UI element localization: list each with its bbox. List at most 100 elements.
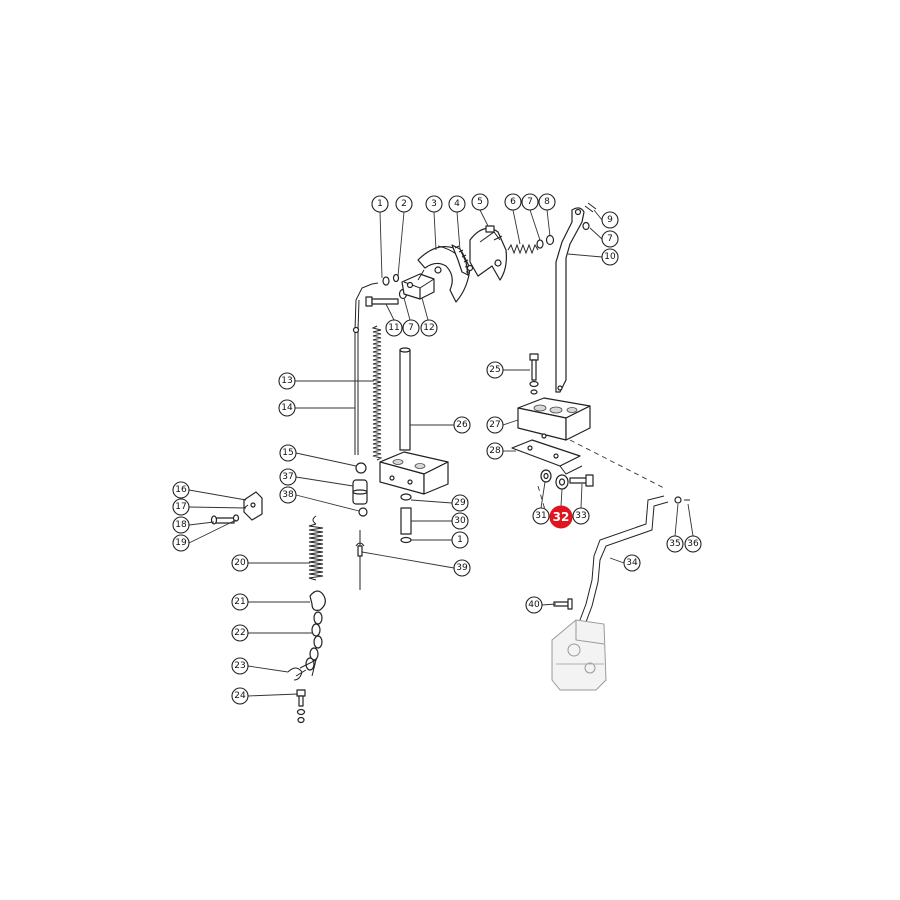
- svg-text:6: 6: [510, 197, 516, 207]
- svg-text:2: 2: [401, 199, 407, 209]
- svg-text:3: 3: [431, 199, 437, 209]
- callout-34[interactable]: 34: [623, 554, 641, 572]
- svg-text:1: 1: [457, 535, 463, 545]
- callout-15[interactable]: 15: [279, 444, 297, 462]
- callout-13[interactable]: 13: [278, 372, 296, 390]
- callout-14[interactable]: 14: [278, 399, 296, 417]
- callout-38[interactable]: 38: [279, 486, 297, 504]
- callout-35[interactable]: 35: [666, 535, 684, 553]
- bolt-24: [296, 689, 306, 724]
- pin-9: [582, 202, 597, 231]
- callout-19[interactable]: 19: [172, 534, 190, 552]
- svg-text:1: 1: [377, 199, 383, 209]
- svg-text:31: 31: [535, 511, 546, 521]
- gear-sector-4: [451, 244, 474, 276]
- callout-33[interactable]: 33: [572, 507, 590, 525]
- svg-text:34: 34: [626, 558, 638, 568]
- svg-text:39: 39: [456, 563, 468, 573]
- callout-6[interactable]: 6: [504, 193, 522, 211]
- callout-31[interactable]: 31: [532, 507, 550, 525]
- housing-faint: [551, 619, 607, 691]
- svg-text:32: 32: [553, 510, 570, 524]
- bracket-12: [401, 273, 435, 300]
- rod-26: [399, 347, 411, 451]
- callout-8[interactable]: 8: [538, 193, 556, 211]
- clevis-16: [210, 491, 263, 525]
- callout-25[interactable]: 25: [486, 361, 504, 379]
- callout-7-a[interactable]: 7: [521, 193, 539, 211]
- callout-12[interactable]: 12: [420, 319, 438, 337]
- svg-text:25: 25: [489, 365, 500, 375]
- svg-text:35: 35: [669, 539, 680, 549]
- svg-text:38: 38: [282, 490, 294, 500]
- svg-text:28: 28: [489, 446, 501, 456]
- callout-32-highlighted[interactable]: 32: [549, 505, 573, 529]
- callout-20[interactable]: 20: [231, 554, 249, 572]
- callout-39[interactable]: 39: [453, 559, 471, 577]
- base-block: [379, 451, 449, 495]
- svg-text:19: 19: [175, 538, 187, 548]
- bolt-25: [529, 353, 539, 395]
- svg-text:7: 7: [408, 323, 414, 333]
- svg-text:16: 16: [175, 485, 187, 495]
- long-spring: [371, 325, 383, 461]
- svg-text:18: 18: [175, 520, 187, 530]
- svg-text:7: 7: [527, 197, 533, 207]
- circlip-23: [287, 667, 303, 681]
- tube-34: [579, 495, 690, 623]
- callout-4[interactable]: 4: [448, 195, 466, 213]
- svg-text:24: 24: [234, 691, 246, 701]
- callout-9[interactable]: 9: [601, 211, 619, 229]
- callout-18[interactable]: 18: [172, 516, 190, 534]
- lever-10: [555, 207, 585, 393]
- svg-text:9: 9: [607, 215, 613, 225]
- callout-40[interactable]: 40: [525, 596, 543, 614]
- svg-text:7: 7: [607, 234, 613, 244]
- plate-28: [511, 439, 583, 475]
- svg-text:30: 30: [454, 516, 466, 526]
- washers-29-30: [400, 493, 412, 544]
- callout-24[interactable]: 24: [231, 687, 249, 705]
- callout-37[interactable]: 37: [279, 468, 297, 486]
- sleeve-37: [352, 462, 368, 517]
- callout-22[interactable]: 22: [231, 624, 249, 642]
- callout-11[interactable]: 11: [385, 319, 403, 337]
- callout-28[interactable]: 28: [486, 442, 504, 460]
- callout-27[interactable]: 27: [486, 416, 504, 434]
- svg-text:23: 23: [234, 661, 245, 671]
- svg-text:11: 11: [388, 323, 399, 333]
- callout-29[interactable]: 29: [451, 494, 469, 512]
- svg-text:37: 37: [282, 472, 293, 482]
- svg-text:21: 21: [234, 597, 245, 607]
- callout-10[interactable]: 10: [601, 248, 619, 266]
- lever-5: [469, 225, 507, 281]
- callout-26[interactable]: 26: [453, 416, 471, 434]
- callout-3[interactable]: 3: [425, 195, 443, 213]
- callout-21[interactable]: 21: [231, 593, 249, 611]
- rod-39: [355, 530, 365, 590]
- spring-20: [308, 515, 324, 581]
- svg-text:8: 8: [544, 197, 550, 207]
- control-rod: [352, 282, 379, 455]
- callout-1[interactable]: 1: [371, 195, 389, 213]
- callout-17[interactable]: 17: [172, 498, 190, 516]
- callout-30[interactable]: 30: [451, 512, 469, 530]
- callout-5[interactable]: 5: [471, 193, 489, 211]
- callout-36[interactable]: 36: [684, 535, 702, 553]
- svg-text:36: 36: [687, 539, 699, 549]
- callout-16[interactable]: 16: [172, 481, 190, 499]
- callout-2[interactable]: 2: [395, 195, 413, 213]
- svg-text:13: 13: [281, 376, 292, 386]
- svg-text:17: 17: [175, 502, 186, 512]
- chain-22: [295, 611, 323, 677]
- spring-6: [507, 234, 555, 255]
- svg-text:22: 22: [234, 628, 245, 638]
- callout-1-b[interactable]: 1: [451, 531, 469, 549]
- bolt-11: [365, 296, 399, 307]
- callout-23[interactable]: 23: [231, 657, 249, 675]
- svg-text:33: 33: [575, 511, 586, 521]
- svg-text:29: 29: [454, 498, 466, 508]
- callout-7-c[interactable]: 7: [402, 319, 420, 337]
- callout-7-b[interactable]: 7: [601, 230, 619, 248]
